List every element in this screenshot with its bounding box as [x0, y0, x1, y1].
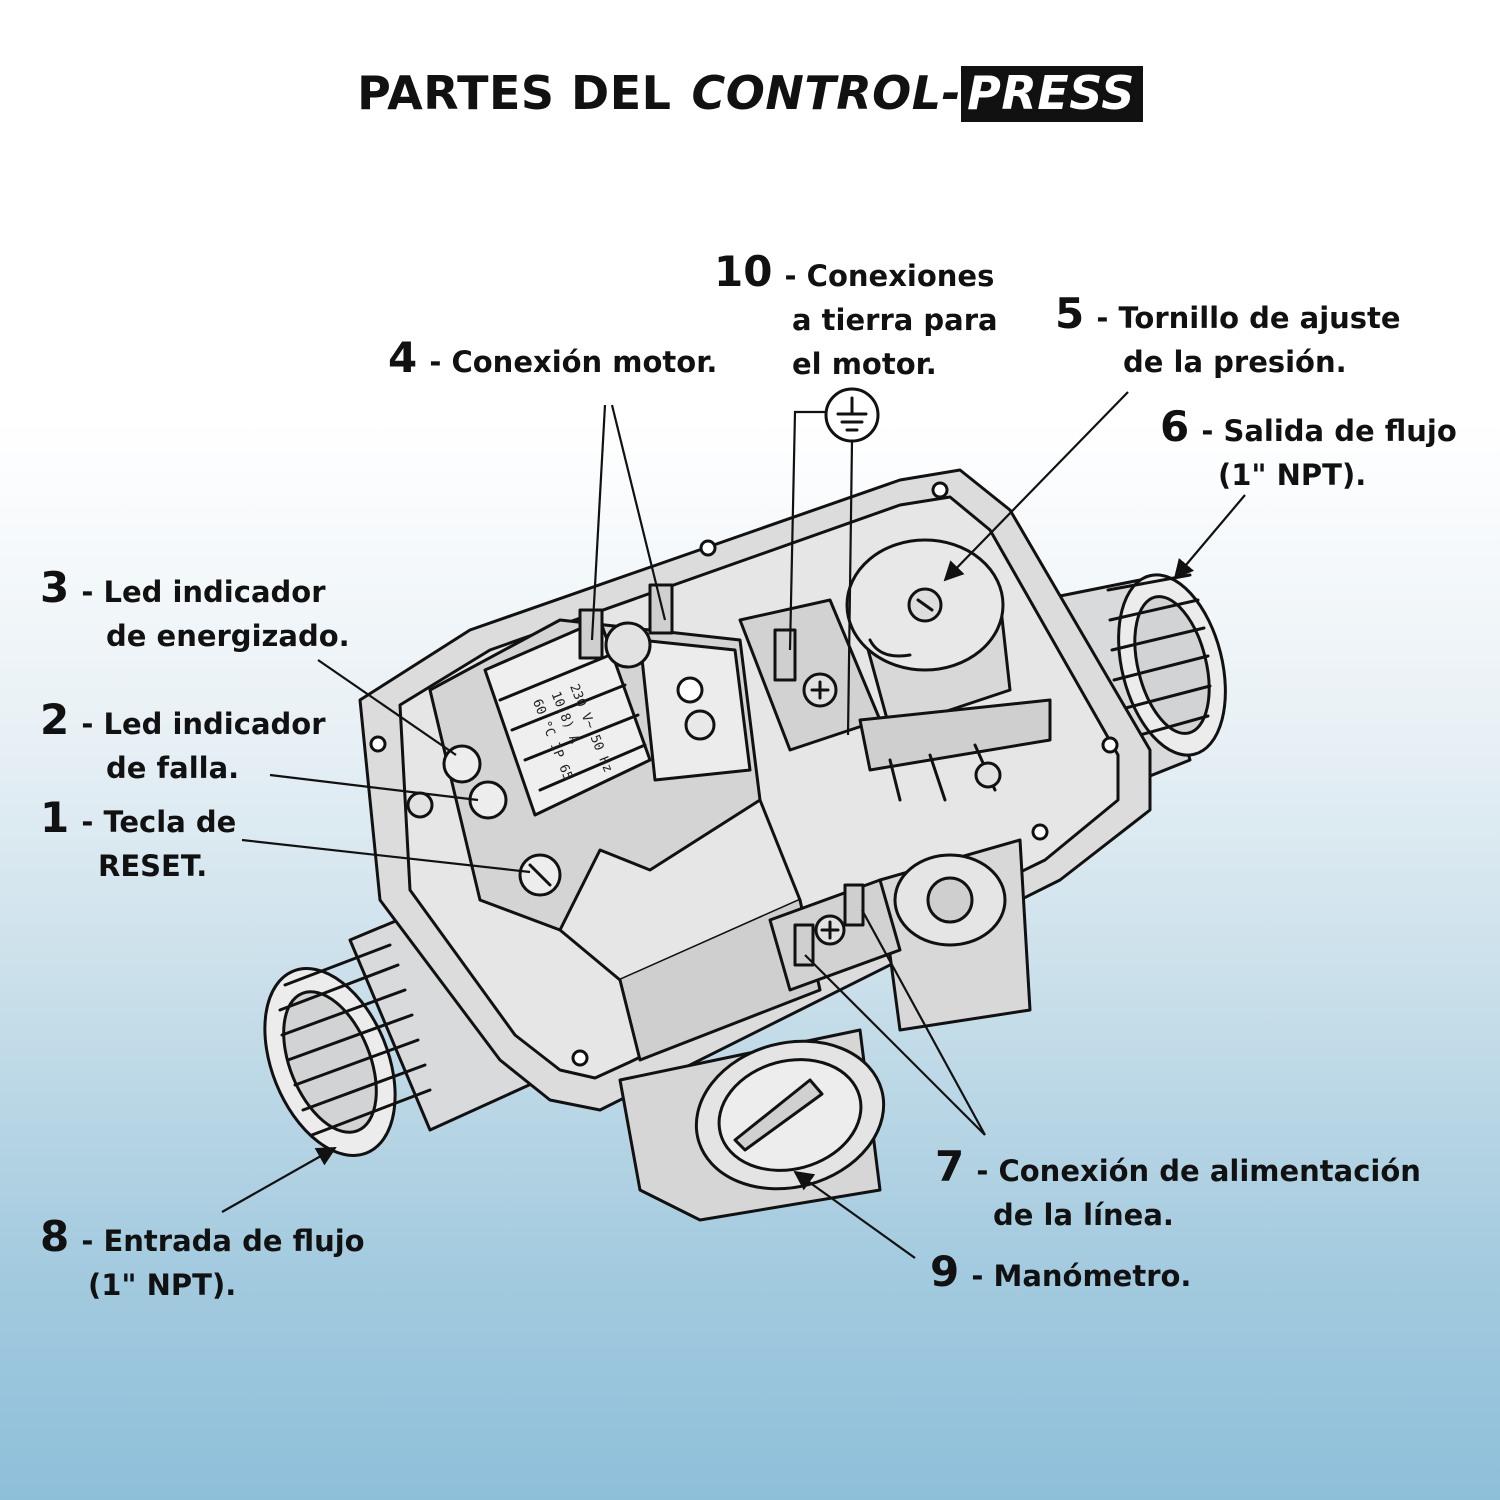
- label-part-4: 4 - Conexión motor.: [388, 336, 717, 384]
- leader-2: [269, 773, 479, 802]
- part-8-line1: - Entrada de flujo: [71, 1224, 365, 1258]
- part-7-line1: - Conexión de alimentación: [966, 1154, 1421, 1188]
- leader-10b: [846, 440, 854, 736]
- pressure-gauge: [694, 1039, 886, 1191]
- part-5-line2: de la presión.: [1123, 345, 1347, 379]
- motor-terminals: [578, 583, 716, 741]
- label-part-1: 1 - Tecla de RESET.: [40, 796, 236, 888]
- part-10-line2: a tierra para: [792, 303, 998, 337]
- leader-10a: [788, 410, 826, 651]
- part-10-number: 10: [714, 247, 773, 296]
- part-3-number: 3: [40, 563, 70, 612]
- part-5-line1: - Tornillo de ajuste: [1086, 301, 1401, 335]
- part-4-number: 4: [388, 333, 418, 382]
- part-8-line2: (1" NPT).: [88, 1268, 237, 1302]
- label-part-10: 10 - Conexiones a tierra para el motor.: [714, 250, 998, 386]
- title-prefix: PARTES DEL: [357, 66, 672, 120]
- label-part-9: 9 - Manómetro.: [930, 1250, 1191, 1298]
- part-1-line1: - Tecla de: [71, 805, 237, 839]
- label-part-8: 8 - Entrada de flujo (1" NPT).: [40, 1215, 365, 1307]
- label-part-3: 3 - Led indicador de energizado.: [40, 566, 350, 658]
- part-2-line2: de falla.: [106, 751, 240, 785]
- part-3-line2: de energizado.: [106, 619, 350, 653]
- label-part-6: 6 - Salida de flujo (1" NPT).: [1160, 405, 1457, 497]
- line-terminals: [768, 878, 902, 992]
- ground-symbol: [824, 387, 880, 443]
- leader-5: [943, 391, 1129, 582]
- part-6-line1: - Salida de flujo: [1191, 414, 1457, 448]
- part-2-line1: - Led indicador: [71, 707, 326, 741]
- title-brand: CONTROL-: [691, 66, 962, 120]
- part-7-number: 7: [935, 1142, 965, 1191]
- leader-9: [793, 1170, 916, 1259]
- leader-4a: [590, 404, 607, 641]
- part-6-line2: (1" NPT).: [1218, 458, 1367, 492]
- part-3-line1: - Led indicador: [71, 575, 326, 609]
- leader-1: [241, 838, 531, 874]
- inlet-fitting: [263, 888, 542, 1157]
- part-1-line2: RESET.: [98, 849, 208, 883]
- part-7-line2: de la línea.: [993, 1198, 1174, 1232]
- part-1-number: 1: [40, 793, 70, 842]
- leader-6: [1173, 494, 1246, 580]
- label-part-7: 7 - Conexión de alimentación de la línea…: [935, 1145, 1421, 1237]
- leader-4b: [610, 404, 667, 621]
- leader-3: [317, 659, 457, 756]
- title-brand-highlight: PRESS: [961, 66, 1143, 122]
- label-part-2: 2 - Led indicador de falla.: [40, 698, 326, 790]
- part-6-number: 6: [1160, 402, 1190, 451]
- leader-7b: [861, 909, 986, 1136]
- part-4-line1: - Conexión motor.: [419, 345, 718, 379]
- part-5-number: 5: [1055, 289, 1085, 338]
- part-9-line1: - Manómetro.: [961, 1259, 1192, 1293]
- housing-screws: [369, 481, 1119, 1067]
- part-2-number: 2: [40, 695, 70, 744]
- part-8-number: 8: [40, 1212, 70, 1261]
- page-title: PARTES DEL CONTROL-PRESS: [0, 66, 1500, 122]
- part-10-line3: el motor.: [792, 347, 937, 381]
- part-9-number: 9: [930, 1247, 960, 1296]
- leader-lines: [221, 391, 1246, 1259]
- leader-8: [221, 1147, 337, 1213]
- label-part-5: 5 - Tornillo de ajuste de la presión.: [1055, 292, 1401, 384]
- leader-7a: [804, 954, 986, 1136]
- part-10-line1: - Conexiones: [774, 259, 995, 293]
